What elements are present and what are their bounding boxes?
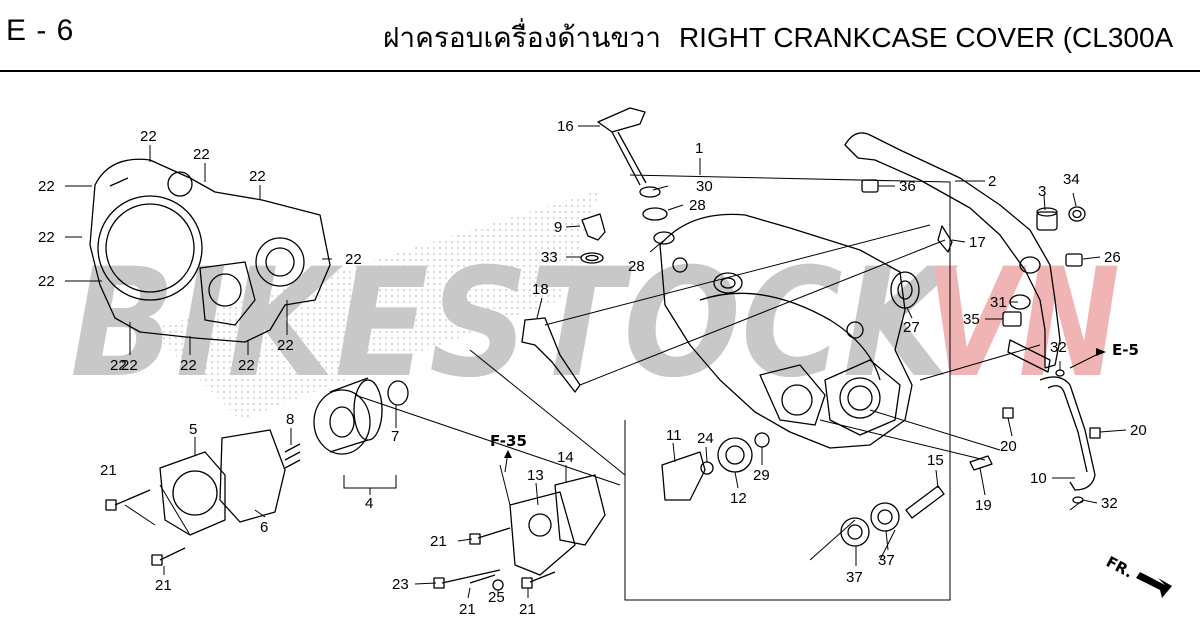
callout-label: 37 bbox=[846, 569, 863, 586]
ref-f35: F-35 bbox=[490, 432, 527, 450]
callout-label: 4 bbox=[365, 495, 373, 512]
callout-label: 16 bbox=[557, 118, 574, 135]
callout-label: 21 bbox=[155, 577, 172, 594]
callout-label: 20 bbox=[1000, 438, 1017, 455]
watermark: BIKESTOCK VN bbox=[70, 190, 1120, 420]
callout-label: 21 bbox=[430, 533, 447, 550]
callout-label: 8 bbox=[286, 411, 294, 428]
watermark-text-red: VN bbox=[925, 237, 1120, 411]
callout-label: 22 bbox=[277, 337, 294, 354]
callout-label: 19 bbox=[975, 497, 992, 514]
page-title: ฝาครอบเครื่องด้านขวา RIGHT CRANKCASE COVE… bbox=[383, 16, 1173, 60]
front-label: FR. bbox=[1103, 553, 1136, 582]
part-17-drawing bbox=[937, 225, 953, 253]
callout-label: 3 bbox=[1038, 183, 1046, 200]
bracket-18-drawing bbox=[521, 317, 581, 393]
callout-label: 22 bbox=[345, 251, 362, 268]
outer-cover-drawing bbox=[89, 158, 331, 343]
callout-label: 22 bbox=[38, 178, 55, 195]
parts-diagram: BIKESTOCK VN bbox=[38, 107, 1172, 618]
callout-label: 14 bbox=[557, 449, 574, 466]
callout-label: 20 bbox=[1130, 422, 1147, 439]
callout-label: 30 bbox=[696, 178, 713, 195]
front-arrow-icon bbox=[1136, 572, 1172, 598]
ref-e5: E-5 bbox=[1112, 341, 1139, 359]
title-thai: ฝาครอบเครื่องด้านขวา bbox=[383, 22, 661, 53]
callout-label: 34 bbox=[1063, 171, 1080, 188]
pump-cover-drawing bbox=[509, 474, 606, 576]
decompressor-drawing bbox=[597, 107, 675, 245]
oil-filter-drawing bbox=[284, 377, 409, 469]
callout-label: 22 bbox=[38, 229, 55, 246]
callout-label: 22 bbox=[38, 273, 55, 290]
callout-label: 22 bbox=[121, 357, 138, 374]
bolts-drawing bbox=[105, 369, 1101, 591]
callout-label: 31 bbox=[990, 294, 1007, 311]
callout-label: 28 bbox=[689, 197, 706, 214]
callout-label: 11 bbox=[666, 427, 682, 444]
callout-label: 32 bbox=[1050, 339, 1067, 356]
callout-label: 21 bbox=[100, 462, 117, 479]
bearing-27-drawing bbox=[890, 271, 920, 309]
filter-cover-drawing bbox=[159, 429, 286, 536]
ref-f35-arrowhead bbox=[504, 450, 512, 458]
header: E - 6 ฝาครอบเครื่องด้านขวา RIGHT CRANKCAS… bbox=[0, 0, 1200, 72]
ref-e5-arrowhead bbox=[1096, 348, 1106, 356]
callout-label: 17 bbox=[969, 234, 986, 251]
callout-label: 2 bbox=[988, 173, 996, 190]
page-code: E - 6 bbox=[6, 14, 75, 47]
callout-label: 27 bbox=[903, 319, 920, 336]
bolt-15-drawing bbox=[905, 485, 945, 519]
callout-label: 22 bbox=[193, 146, 210, 163]
crankcase-cover-drawing bbox=[659, 213, 913, 449]
dotted-band bbox=[150, 190, 600, 420]
callout-label: 35 bbox=[963, 311, 980, 328]
callout-label: 22 bbox=[110, 357, 127, 374]
title-english: RIGHT CRANKCASE COVER (CL300A bbox=[678, 22, 1174, 53]
callout-label: 21 bbox=[459, 601, 476, 618]
callout-label: 23 bbox=[392, 576, 409, 593]
callout-label: 7 bbox=[391, 428, 399, 445]
callout-label: 32 bbox=[1101, 495, 1118, 512]
callout-label: 25 bbox=[488, 589, 505, 606]
callout-label: 15 bbox=[927, 452, 944, 469]
callout-label: 29 bbox=[753, 467, 770, 484]
filler-plug-drawing bbox=[580, 213, 606, 264]
callout-label: 12 bbox=[730, 490, 747, 507]
callout-label: 36 bbox=[899, 178, 916, 195]
callout-label: 37 bbox=[878, 552, 895, 569]
callout-label: 9 bbox=[554, 219, 562, 236]
leader-lines bbox=[65, 125, 1127, 601]
callout-label: 26 bbox=[1104, 249, 1121, 266]
callout-label: 22 bbox=[238, 357, 255, 374]
callout-label: 21 bbox=[519, 601, 536, 618]
callout-label: 6 bbox=[260, 519, 268, 536]
callout-labels: 22 22 22 22 22 22 22 22 22 22 22 22 16 1… bbox=[38, 118, 1147, 618]
callout-label: 24 bbox=[697, 430, 714, 447]
callout-label: 22 bbox=[249, 168, 266, 185]
callout-label: 33 bbox=[541, 249, 558, 266]
callout-label: 18 bbox=[532, 281, 549, 298]
callout-label: 10 bbox=[1030, 470, 1047, 487]
callout-label: 22 bbox=[140, 128, 157, 145]
callout-label: 22 bbox=[180, 357, 197, 374]
callout-label: 13 bbox=[527, 467, 544, 484]
oil-pipe-drawing bbox=[1039, 376, 1096, 491]
callout-label: 28 bbox=[628, 258, 645, 275]
washer-19-drawing bbox=[969, 455, 993, 471]
gasket-drawing bbox=[844, 132, 1061, 373]
callout-label: 5 bbox=[189, 421, 197, 438]
callout-label: 1 bbox=[695, 140, 703, 157]
